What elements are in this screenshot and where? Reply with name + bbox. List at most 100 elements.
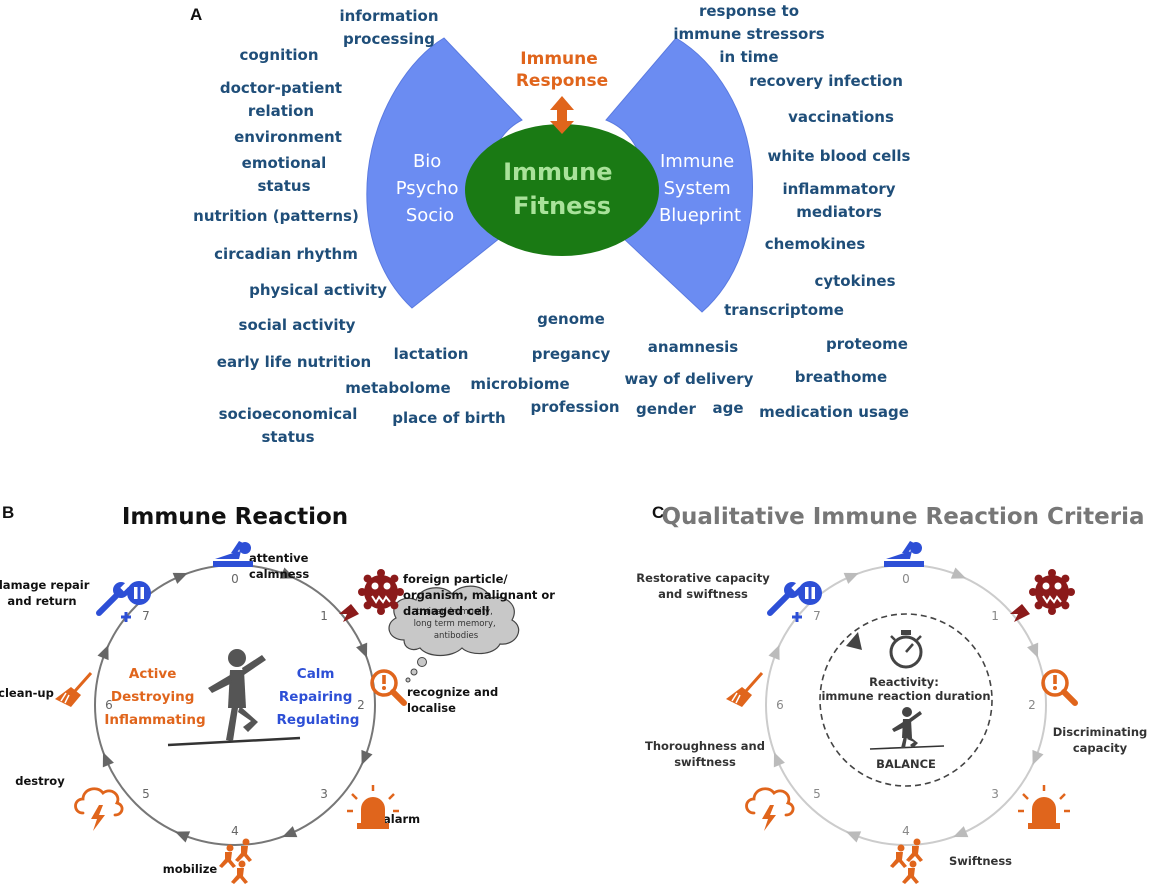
- step-number: 7: [142, 609, 150, 623]
- factor-label: microbiome: [470, 375, 569, 393]
- cloud-line: trained immunity,: [417, 607, 493, 617]
- criteria-label-line: Discriminating: [1053, 725, 1148, 739]
- factor-label: cytokines: [814, 272, 895, 290]
- reactivity-dashed-circle: [819, 613, 993, 787]
- step-number: 0: [231, 572, 239, 586]
- factor-label: anamnesis: [648, 338, 738, 356]
- step-label: foreign particle/organism, malignant or d…: [403, 572, 555, 618]
- factor-label: way of delivery: [625, 370, 754, 388]
- reactivity-label: Reactivity: immune reaction duration: [821, 675, 990, 703]
- step-number: 4: [231, 824, 239, 838]
- factor-label: gender: [636, 400, 697, 418]
- balance-label: BALANCE: [876, 757, 936, 771]
- step-label-line: foreign particle/: [403, 572, 508, 586]
- mode-line: Active: [129, 666, 177, 682]
- factor-label-line: information: [339, 7, 438, 25]
- panel-a: A Immune Response Immune Fitness Bio Psy…: [190, 2, 911, 446]
- cloud-text: trained immunity, long term memory, anti…: [414, 607, 499, 641]
- memory-thought-cloud: [388, 585, 520, 683]
- mode-line: Regulating: [277, 712, 360, 728]
- factor-label-line: circadian rhythm: [214, 245, 358, 263]
- reactivity-line: immune reaction duration: [821, 689, 990, 703]
- factor-label: vaccinations: [788, 108, 894, 126]
- step-label-line: mobilize: [163, 862, 218, 876]
- step-label-line: damaged cell: [403, 604, 490, 618]
- factor-label-line: way of delivery: [625, 370, 754, 388]
- step-label-line: damage repair: [0, 578, 90, 592]
- criteria-label: Restorative capacity and swiftness: [636, 571, 770, 601]
- factor-label-line: microbiome: [470, 375, 569, 393]
- response-line: Response: [516, 71, 608, 91]
- factor-label-line: profession: [530, 398, 619, 416]
- broom-icon: [726, 672, 764, 707]
- repairing-mode-label: Calm Repairing Regulating: [277, 666, 360, 728]
- wing-line: Immune: [660, 151, 734, 172]
- step-number: 2: [1028, 698, 1036, 712]
- factor-label: transcriptome: [724, 301, 844, 319]
- factor-label: metabolome: [345, 379, 450, 397]
- step-number: 2: [357, 698, 365, 712]
- factor-label-line: transcriptome: [724, 301, 844, 319]
- mode-line: Inflammating: [104, 712, 205, 728]
- storm-cloud-icon: [745, 787, 795, 831]
- factor-label: profession: [530, 398, 619, 416]
- stopwatch-icon: [889, 630, 923, 669]
- step-number: 4: [902, 824, 910, 838]
- criteria-cycle-circle: [765, 564, 1047, 846]
- balancing-person-icon: [167, 649, 301, 747]
- criteria-label-line: and swiftness: [658, 587, 748, 601]
- cycle-arrowhead: [356, 642, 368, 658]
- step-label: destroy: [15, 774, 65, 788]
- step-number: 5: [142, 787, 150, 801]
- criteria-label-line: Thoroughness and: [645, 739, 765, 753]
- step-label-line: and return: [7, 594, 76, 608]
- factor-label-line: lactation: [394, 345, 469, 363]
- step-label: clean-up: [0, 686, 54, 700]
- running-people-icon: [890, 838, 923, 884]
- step-label-line: organism, malignant or: [403, 588, 555, 602]
- immune-fitness-label: Immune Fitness: [503, 158, 621, 220]
- factor-label-line: age: [712, 399, 743, 417]
- destroying-mode-label: Active Destroying Inflammating: [104, 666, 205, 728]
- reactivity-line: Reactivity:: [869, 675, 939, 689]
- cycle-arrows: [97, 567, 373, 843]
- factor-label: pregancy: [532, 345, 611, 363]
- cycle-arrowhead: [174, 831, 191, 843]
- factor-label-line: place of birth: [392, 409, 505, 427]
- step-label-line: clean-up: [0, 686, 54, 700]
- panel-a-letter: A: [190, 5, 202, 24]
- cycle-arrowhead: [773, 752, 785, 768]
- factor-label-line: mediators: [796, 203, 882, 221]
- criteria-label-line: Restorative capacity: [636, 571, 770, 585]
- step-number: 7: [813, 609, 821, 623]
- factor-label: recovery infection: [749, 72, 903, 90]
- step-label-line: destroy: [15, 774, 65, 788]
- cycle-arrowhead: [97, 644, 109, 661]
- factor-label-line: recovery infection: [749, 72, 903, 90]
- small-balancing-person-icon: [869, 707, 945, 750]
- factor-label: environment: [234, 128, 342, 146]
- factor-label-line: social activity: [239, 316, 356, 334]
- factor-label-line: immune stressors: [673, 25, 824, 43]
- criteria-icons: [726, 541, 1078, 884]
- factor-label: social activity: [239, 316, 356, 334]
- step-number: 0: [902, 572, 910, 586]
- cycle-arrowhead: [361, 749, 373, 766]
- immune-fitness-ellipse: [465, 124, 659, 256]
- wing-line: Socio: [406, 205, 454, 226]
- factor-label-line: proteome: [826, 335, 908, 353]
- step-label: mobilize: [163, 862, 218, 876]
- cycle-arrowhead: [279, 567, 296, 579]
- wing-line: Psycho: [396, 178, 459, 199]
- step-number: 3: [320, 787, 328, 801]
- panel-b-title: Immune Reaction: [122, 504, 348, 530]
- factor-label-line: cognition: [239, 46, 318, 64]
